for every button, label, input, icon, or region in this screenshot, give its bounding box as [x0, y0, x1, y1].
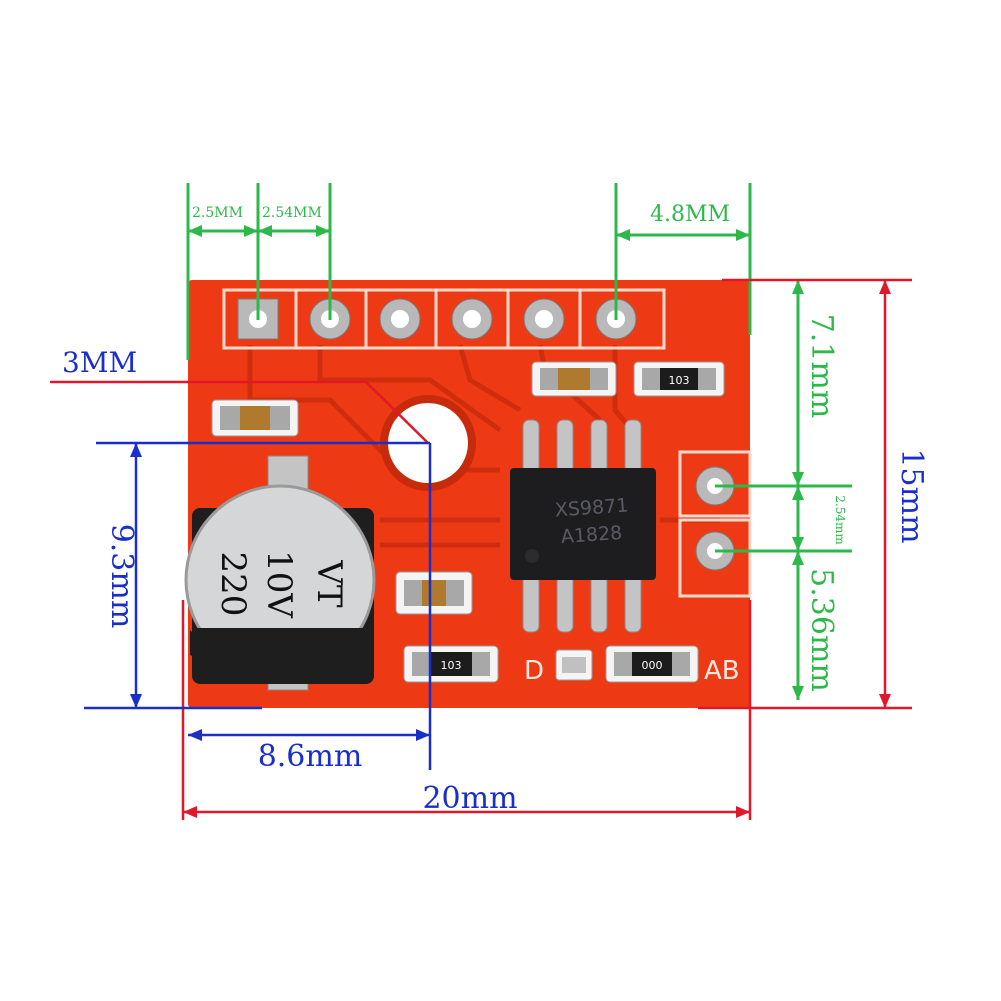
dim-label-pin-spacing-2: 2.54MM	[262, 205, 322, 221]
dim-label-pin-offset-right: 4.8MM	[650, 202, 730, 227]
silk-label-ab: AB	[704, 656, 740, 686]
capacitor-code: VT	[309, 559, 349, 608]
dim-label-board-height: 15mm	[894, 448, 929, 543]
dim-label-pin-spacing-1: 2.5MM	[192, 205, 243, 221]
dim-label-top-to-pad: 7.1mm	[804, 314, 839, 419]
blue-dimension-lines	[84, 441, 432, 770]
green-dimension-lines	[186, 183, 852, 700]
resistor-code-top: 103	[669, 374, 690, 387]
smd-resistor-103-bottom: 103	[403, 645, 499, 683]
smd-capacitor-top	[531, 361, 617, 397]
smd-resistor-103-top: 103	[633, 361, 725, 397]
resistor-code-bottom-right: 000	[642, 659, 663, 672]
chip-marking-2: A1828	[560, 522, 623, 548]
chip-marking-1: XS9871	[554, 494, 629, 521]
dim-label-hole-size: 3MM	[62, 346, 137, 379]
electrolytic-capacitor: 220 10V VT	[184, 455, 376, 691]
resistor-code-bottom-left: 103	[441, 659, 462, 672]
dim-label-pad-spacing: 2.54mm	[833, 495, 847, 545]
dim-label-pad-to-bottom: 5.36mm	[804, 568, 839, 692]
dim-label-capacitor-width: 8.6mm	[258, 739, 363, 774]
green-arrowheads	[188, 225, 804, 700]
blue-arrowheads	[130, 443, 430, 741]
silk-label-d: D	[524, 656, 544, 686]
capacitor-voltage: 10V	[259, 550, 299, 619]
capacitor-value: 220	[213, 552, 253, 617]
smd-capacitor-middle	[395, 571, 473, 615]
red-arrowheads	[183, 280, 891, 818]
red-dimension-lines	[50, 278, 912, 820]
smd-resistor-000: 000	[605, 645, 699, 683]
jumper-pad-d-ab	[555, 649, 593, 681]
dim-label-capacitor-height: 9.3mm	[104, 524, 139, 629]
ic-chip: XS9871 A1828	[510, 419, 656, 633]
smd-resistor-top-left	[211, 399, 299, 437]
dim-label-board-width: 20mm	[422, 781, 517, 816]
